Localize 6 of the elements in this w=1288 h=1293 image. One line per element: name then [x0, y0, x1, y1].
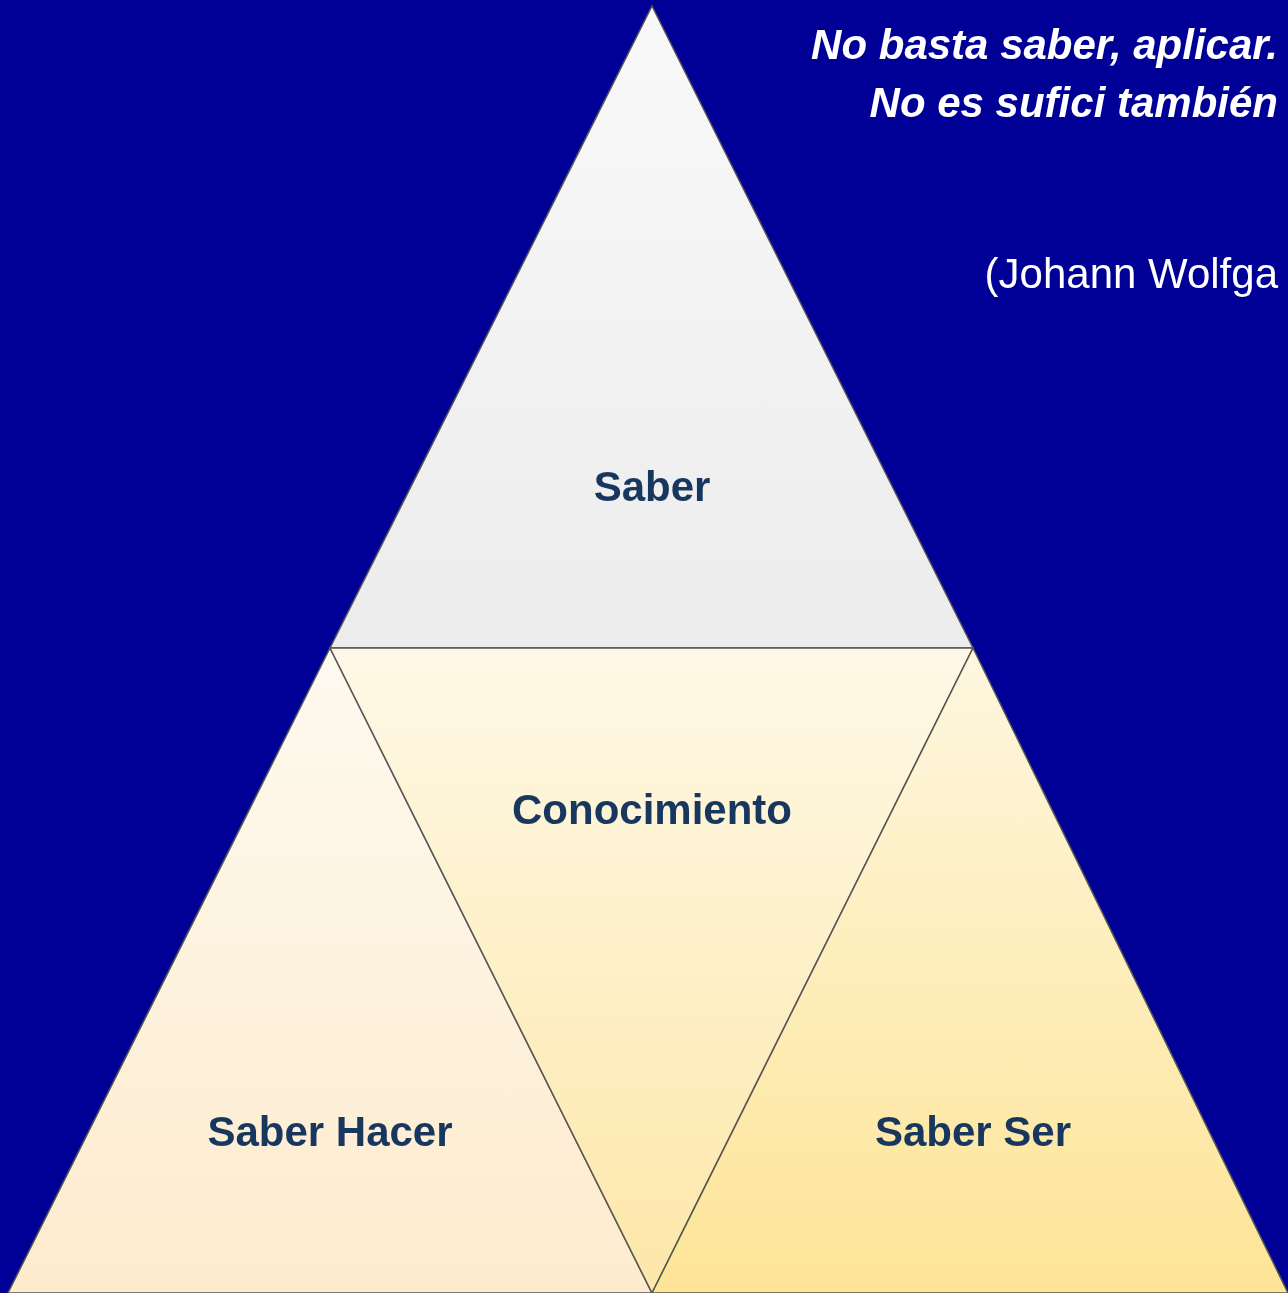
node-label: Conocimiento — [512, 786, 792, 834]
quote-author: (Johann Wolfga — [984, 250, 1278, 298]
node-label: Saber — [593, 463, 711, 511]
quote-text: No basta saber, aplicar. No es sufici también — [810, 20, 1278, 128]
node-label: Saber Hacer — [207, 1108, 453, 1156]
node-label: Saber Ser — [874, 1108, 1072, 1156]
